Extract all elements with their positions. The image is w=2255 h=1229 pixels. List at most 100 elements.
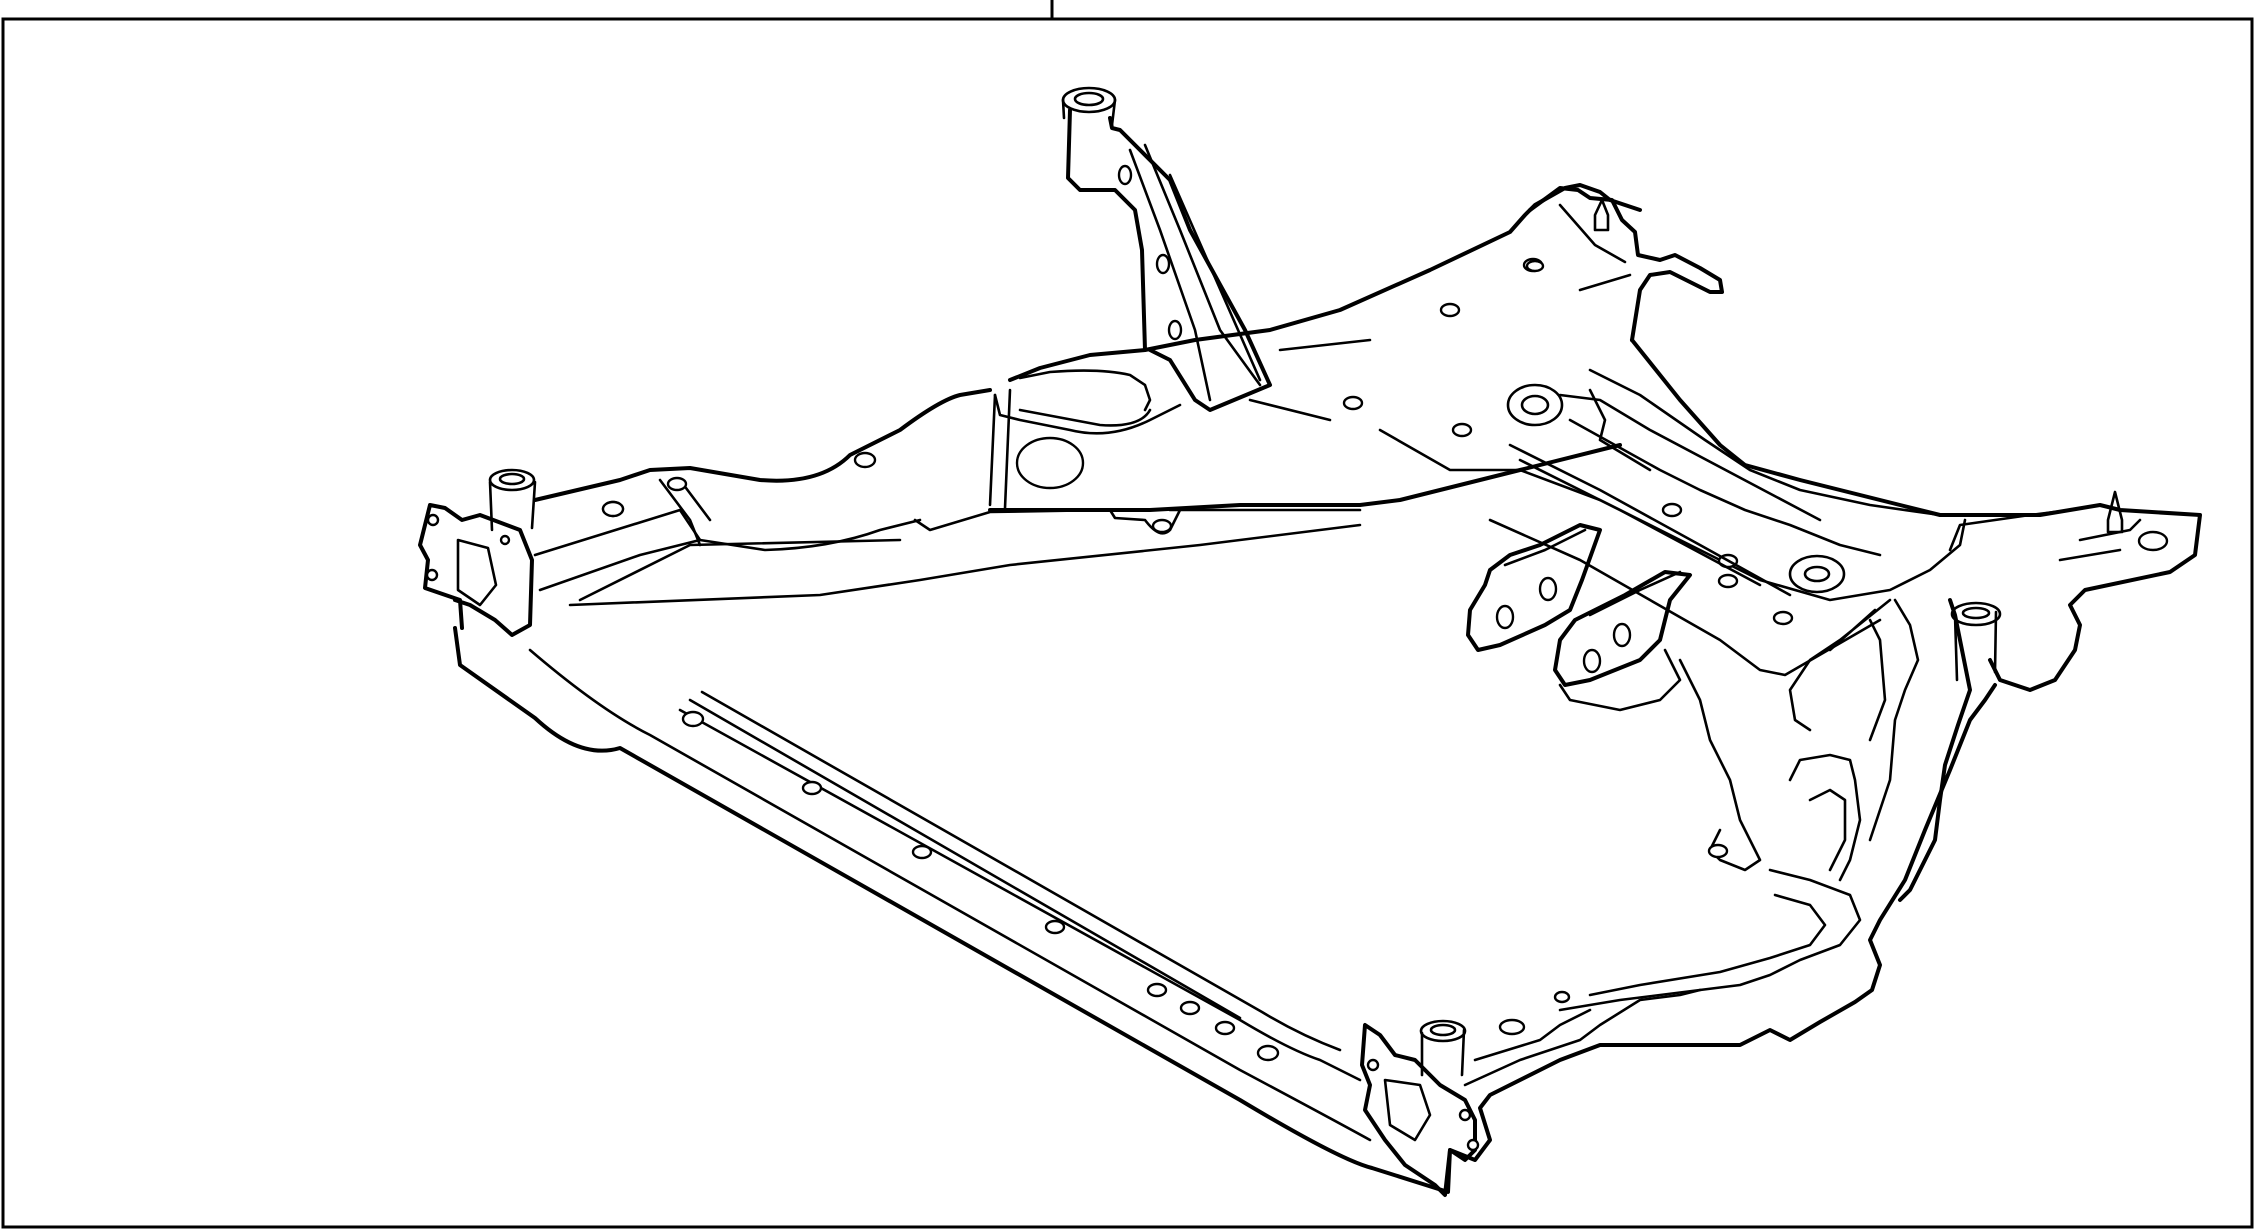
front-left-bushing-hole	[1429, 1023, 1457, 1037]
right-side-rail-inner-top	[1588, 368, 1942, 517]
front-rail-hole-8	[1256, 1044, 1280, 1062]
front-left-bushing-body	[1420, 1028, 1466, 1077]
right-front-bushing-body	[1953, 610, 1998, 682]
front-right-rail-upper	[1473, 1008, 1592, 1062]
left-rail-hole-3	[853, 451, 877, 469]
center-boss-front-inner	[1803, 565, 1831, 583]
right-rear-mount-pin	[2106, 490, 2124, 534]
left-plate-hole-2	[425, 568, 439, 582]
center-ridge	[1378, 388, 1652, 472]
center-boss-front	[1788, 554, 1846, 594]
left-rail-seam	[658, 478, 712, 547]
rear-left-bushing-hole	[1073, 91, 1105, 107]
rear-crossmember-step	[1018, 369, 1152, 427]
front-rail-hole-4	[1044, 919, 1066, 935]
center-boss-rear-inner	[1520, 394, 1550, 416]
front-left-plate-hole-2	[1458, 1108, 1472, 1122]
engine-mount-bracket-2-hole-a	[1582, 648, 1602, 674]
front-rail-hole-5	[1146, 982, 1168, 998]
front-right-rail-hole-1	[1498, 1018, 1526, 1036]
engine-mount-bracket-2-hole-b	[1612, 622, 1632, 648]
rear-crossmember-hole-5	[1451, 422, 1473, 438]
rear-crossmember-lower-edge	[993, 393, 1182, 435]
rear-right-bracket-hole	[1525, 259, 1545, 273]
engine-mount-bracket-1-hole-a	[1495, 604, 1515, 630]
rear-crossmember-front-face	[988, 443, 1622, 512]
front-rail-inner-line	[568, 523, 1362, 607]
left-plate-hole-3	[499, 534, 511, 546]
front-rail-lower-edge	[678, 708, 1362, 1082]
right-front-lower-brace	[1558, 868, 1862, 1012]
right-rear-mount	[1948, 508, 2142, 562]
center-boss-rear	[1506, 383, 1564, 427]
left-side-rail-mid	[538, 538, 902, 602]
rear-right-bracket-inner	[1558, 203, 1632, 292]
diagram-border-frame	[1, 17, 2254, 1229]
rear-left-tower-hole-3	[1167, 319, 1183, 341]
engine-mount-bracket-1	[1466, 523, 1602, 652]
left-plate-hole-1	[426, 513, 440, 527]
front-left-mount-plate-window	[1383, 1078, 1432, 1142]
right-rail-hole-2	[1717, 573, 1739, 589]
rear-crossmember-large-hole	[1015, 436, 1085, 490]
right-front-lower-brace-2	[1588, 893, 1827, 997]
left-bushing-top	[488, 468, 536, 492]
right-front-lower	[1678, 658, 1862, 882]
right-rear-mount-hole	[2137, 530, 2169, 552]
engine-mount-bracket-1-inner	[1503, 528, 1587, 567]
left-bushing-body	[488, 480, 537, 532]
front-rail-inner-top	[528, 648, 1372, 1142]
rear-crossmember-rib	[988, 338, 1372, 510]
right-front-tower-arm	[1788, 598, 1892, 732]
rear-crossmember-bottom	[913, 508, 1362, 535]
left-bushing-hole	[498, 472, 526, 486]
rear-right-pin	[1593, 198, 1610, 232]
rear-crossmember-hole-3	[1439, 302, 1461, 318]
engine-mount-bracket-base	[1558, 648, 1682, 712]
front-left-plate-hole-1	[1366, 1058, 1380, 1072]
right-rail-hole-3	[1772, 610, 1794, 626]
front-left-mount-plate	[1360, 1023, 1477, 1197]
front-rail-hole-2	[801, 780, 823, 796]
rear-crossmember-hole-1	[1151, 518, 1173, 534]
front-left-plate-hole-3	[1466, 1138, 1480, 1152]
front-rail-hole-3	[911, 844, 933, 860]
rear-left-bushing-top	[1061, 86, 1117, 114]
front-rail-hole-7	[1214, 1020, 1236, 1036]
center-arm	[1508, 393, 1822, 597]
rear-crossmember-top-edge	[1008, 183, 1642, 382]
front-right-rail	[1463, 988, 1702, 1087]
subframe-crossmember-illustration	[418, 86, 2202, 1197]
front-rail-strip	[688, 690, 1342, 1052]
right-side-rail-seam	[1568, 418, 1882, 557]
rear-left-bushing-body	[1061, 98, 1117, 127]
right-front-tower-inner	[1868, 598, 1920, 842]
front-rail-hole-1	[681, 710, 705, 728]
rear-crossmember-hole-2	[1342, 395, 1364, 411]
front-rail-hole-6	[1179, 1000, 1201, 1016]
right-rail-hole-1	[1661, 502, 1683, 518]
engine-mount-bracket-1-hole-b	[1538, 576, 1558, 602]
right-front-lower-hole	[1707, 843, 1729, 859]
front-left-bushing-top	[1419, 1019, 1467, 1043]
right-front-bushing-top	[1950, 601, 2002, 627]
right-side-rail-outer	[1630, 338, 2202, 692]
rear-right-bracket	[1528, 186, 1724, 342]
left-side-rail-lower	[533, 508, 922, 557]
rear-left-tower-inner	[1128, 143, 1262, 402]
left-side-rail-top	[533, 388, 992, 502]
left-mount-plate-window	[456, 538, 498, 607]
right-front-tower	[1898, 598, 1972, 902]
engine-mount-bracket-2-inner	[1588, 570, 1682, 617]
right-front-bushing-hole	[1961, 606, 1991, 620]
engine-mount-bracket-2	[1553, 570, 1692, 687]
front-right-rail-hole-2	[1553, 990, 1571, 1004]
front-rail-outline	[453, 626, 1997, 1194]
right-side-rail-inner	[1518, 468, 1967, 602]
right-side-rail-lower	[1488, 518, 1882, 677]
left-rail-hole-2	[666, 476, 688, 492]
rear-left-tower-hole-2	[1155, 253, 1171, 275]
left-plate-big-hole	[601, 500, 625, 518]
rear-left-tower-hole-1	[1117, 164, 1133, 186]
